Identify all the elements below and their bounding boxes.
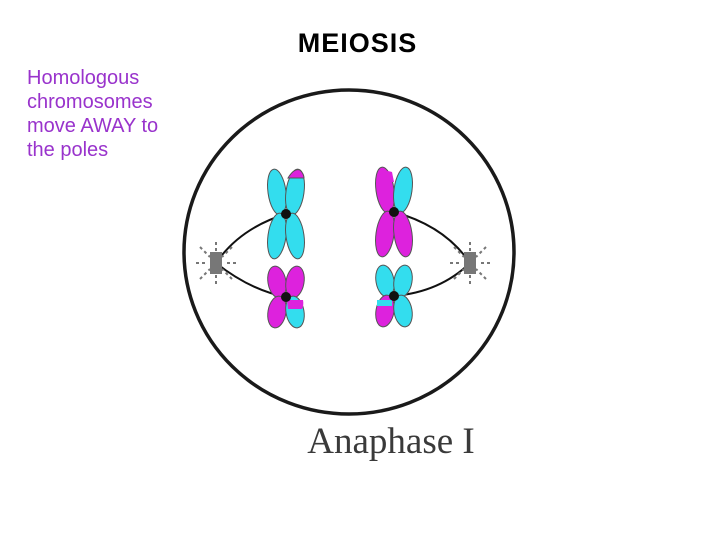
side-note: Homologous chromosomes move AWAY to the … [27, 67, 159, 161]
centromere-icon [389, 291, 399, 301]
chromosome-icon [375, 166, 413, 258]
centromere-icon [281, 209, 291, 219]
chromosome-icon [267, 265, 305, 329]
centrosome-icon [450, 242, 490, 284]
centromere-icon [389, 207, 399, 217]
centromere-icon [281, 292, 291, 302]
cell-membrane-icon [182, 88, 516, 416]
centrosome-icon [196, 242, 236, 284]
spindle-fiber-icon [215, 211, 471, 298]
slide-title: MEIOSIS [297, 28, 418, 58]
chromosome-icon [267, 168, 305, 260]
chromosome-icon [375, 264, 413, 328]
stage-label: Anaphase I [307, 421, 474, 462]
